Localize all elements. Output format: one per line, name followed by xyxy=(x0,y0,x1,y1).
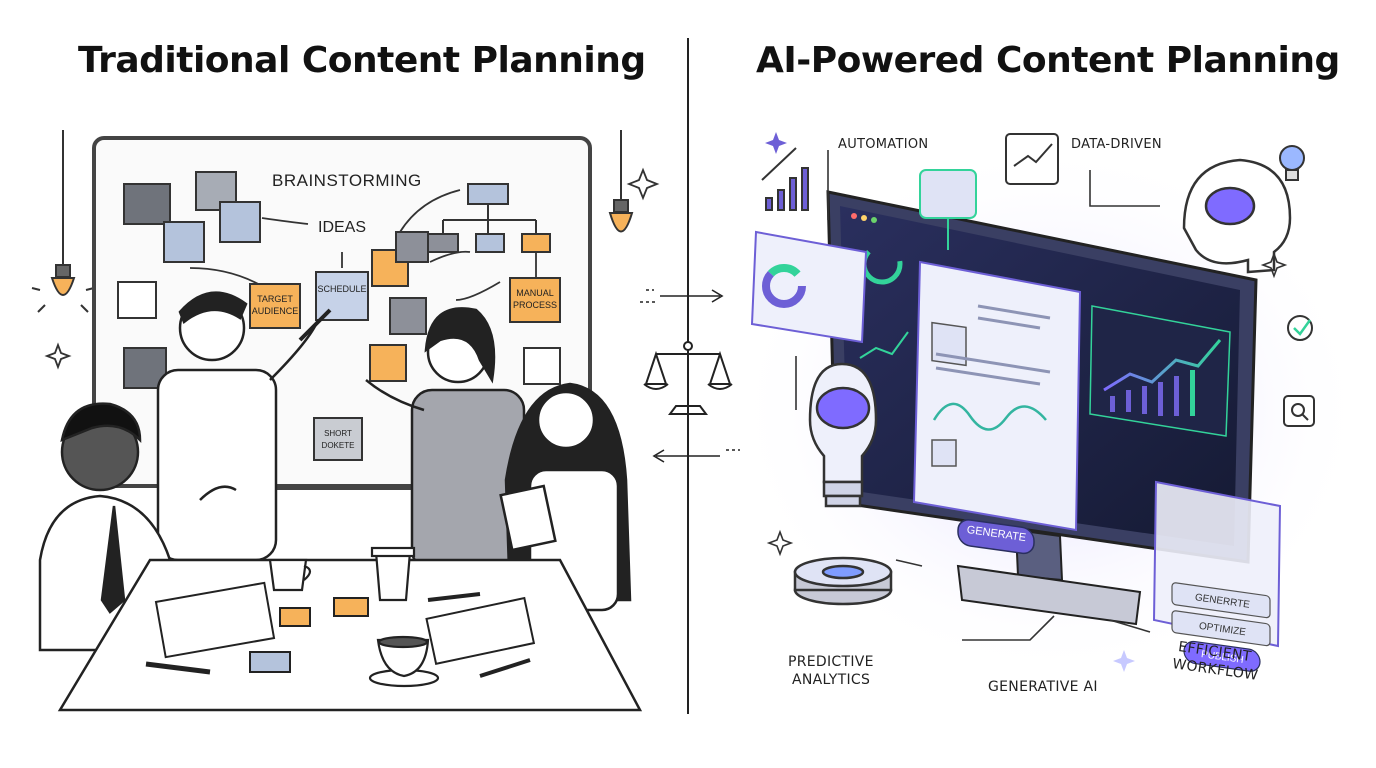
lightbulb-icon xyxy=(1279,145,1305,181)
automation-label: AUTOMATION xyxy=(838,137,929,152)
check-icon xyxy=(1287,315,1313,341)
monitor-base xyxy=(956,564,1142,626)
meeting-table xyxy=(57,558,643,712)
sparkle-icon xyxy=(765,132,787,154)
short-note-text-2: DOKETE xyxy=(322,441,355,450)
screen-small-chart xyxy=(859,331,909,359)
generative-ai-label: GENERATIVE AI xyxy=(988,679,1098,695)
sparkle-icon xyxy=(1113,650,1135,672)
ideas-text: IDEAS xyxy=(318,219,366,236)
panel-publish-button[interactable] xyxy=(1183,640,1261,673)
schedule-text: SCHEDULE xyxy=(317,284,366,294)
sparkle-icon xyxy=(1260,251,1288,279)
gear-icon xyxy=(931,439,957,467)
hanging-lamp-left-icon xyxy=(31,130,95,313)
target-audience-text-1: TARGET xyxy=(257,294,293,304)
table-items xyxy=(145,581,536,678)
comparison-center xyxy=(640,289,740,463)
coffee-cup-icon xyxy=(268,558,312,592)
traditional-planning-illustration: BRAINSTORMING IDEAS TARGET AUDIENCE SCHE… xyxy=(31,130,660,712)
manual-process-note xyxy=(509,277,561,323)
person-pointing xyxy=(365,307,526,572)
growth-chart-icon xyxy=(1013,143,1053,167)
sticky-notes-group xyxy=(117,171,561,389)
document-lines xyxy=(935,304,1051,386)
short-note xyxy=(313,417,363,461)
coffee-cup-icon xyxy=(368,635,440,688)
schedule-note xyxy=(315,271,369,321)
connector-arrows xyxy=(795,150,1160,641)
document-panel xyxy=(912,260,1082,532)
sparkle-icon xyxy=(626,167,660,201)
generate-button[interactable] xyxy=(957,518,1035,555)
donut-chart-icon xyxy=(762,264,806,308)
person-writing xyxy=(156,291,332,562)
document-wave-chart xyxy=(932,402,1047,431)
target-audience-text-2: AUDIENCE xyxy=(252,306,299,316)
right-title: AI-Powered Content Planning xyxy=(756,40,1340,81)
analytics-bars xyxy=(1110,370,1195,416)
panel-generate-button[interactable] xyxy=(1171,582,1271,619)
sparkle-icon xyxy=(44,342,72,370)
brainstorming-text: BRAINSTORMING xyxy=(272,171,422,190)
screen-dots xyxy=(851,213,877,223)
predictive-label-2: ANALYTICS xyxy=(792,672,871,688)
brain-head-icon xyxy=(1182,158,1292,274)
panel-optimize-button[interactable] xyxy=(1171,610,1271,647)
predictive-label-1: PREDICTIVE xyxy=(788,654,874,670)
manual-process-text-2: PROCESS xyxy=(513,300,557,310)
manual-process-text-1: MANUAL xyxy=(516,288,554,298)
analytics-trend-line xyxy=(1103,339,1222,392)
target-audience-note xyxy=(249,283,301,329)
chat-bubble-icon xyxy=(919,169,977,219)
data-driven-label: DATA-DRIVEN xyxy=(1071,137,1162,152)
whiteboard-arrows xyxy=(189,189,537,301)
balance-scale-icon xyxy=(643,341,733,415)
ai-planning-illustration: GENERATE GENERRTE OPTIMIZE PUBLISH xyxy=(730,132,1370,680)
search-icon xyxy=(1283,395,1315,427)
floating-donut-panel xyxy=(750,230,868,344)
hanging-lamp-right-icon xyxy=(608,130,634,233)
sparkle-icon xyxy=(766,529,794,557)
left-title: Traditional Content Planning xyxy=(78,40,646,81)
brain-lightbulb-icon xyxy=(793,362,893,606)
short-note-text-1: SHORT xyxy=(324,429,352,438)
bar-chart-icon xyxy=(761,147,809,211)
coffee-cup-icon xyxy=(370,546,416,602)
